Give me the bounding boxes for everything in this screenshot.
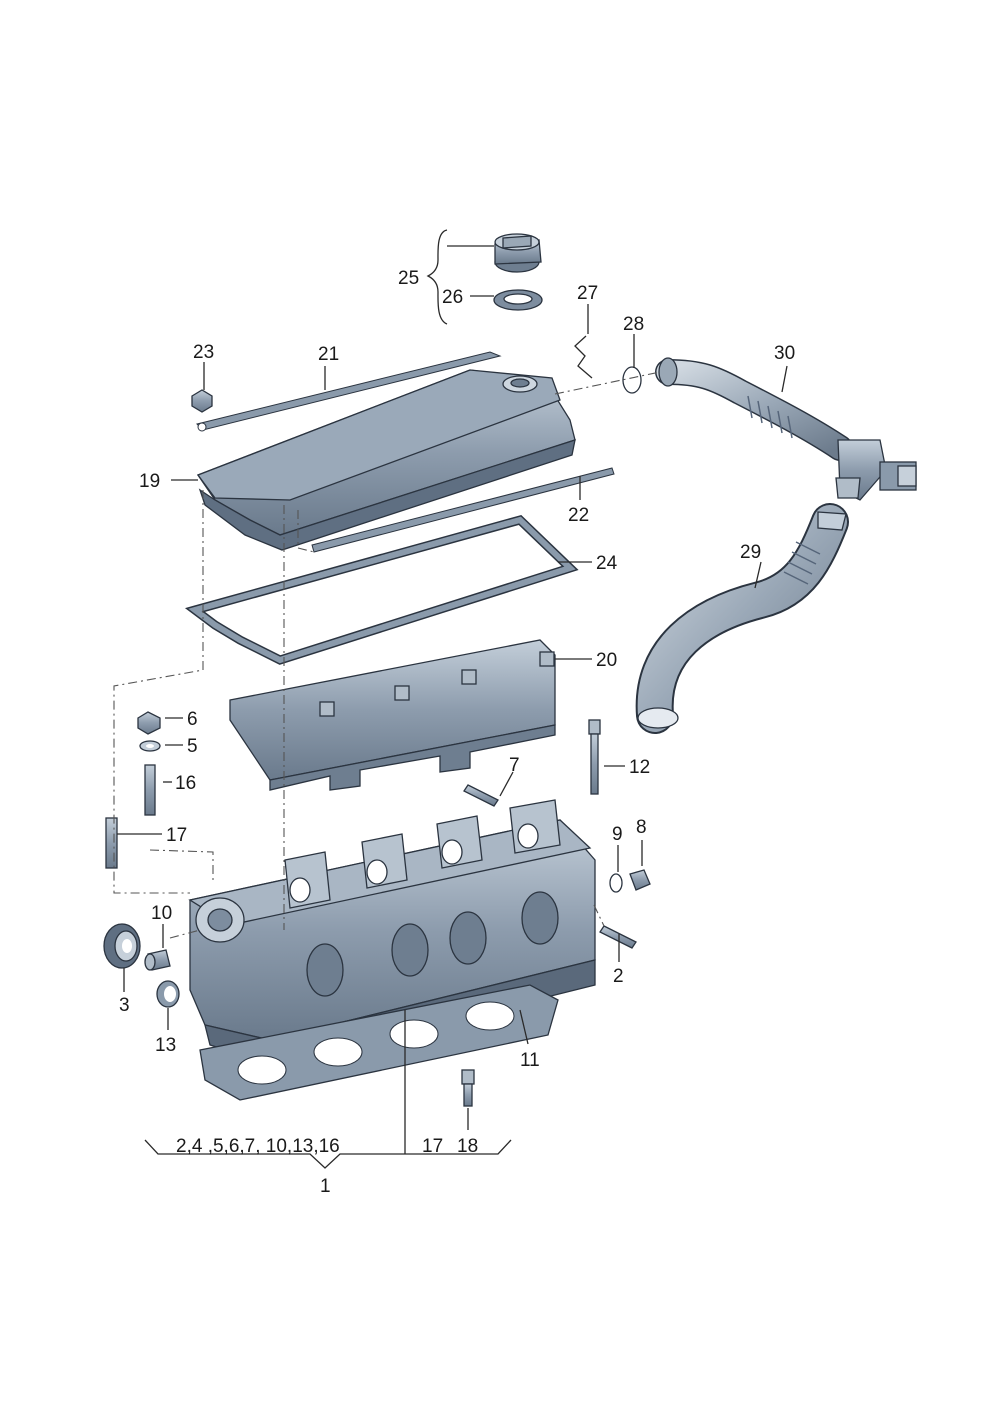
cover-gasket-strip <box>196 351 502 432</box>
callout-labels: 25 26 27 28 30 23 21 19 22 24 29 20 6 5 … <box>119 268 795 1197</box>
callout-25: 25 <box>398 268 419 289</box>
callout-7: 7 <box>509 755 520 776</box>
leader-lines <box>117 229 788 1169</box>
callout-30: 30 <box>774 343 795 364</box>
o-ring <box>622 366 642 394</box>
filler-cap-seal <box>493 289 543 311</box>
callout-17: 17 <box>166 825 187 846</box>
callout-21: 21 <box>318 344 339 365</box>
callout-11: 11 <box>520 1050 540 1071</box>
callout-12: 12 <box>629 757 650 778</box>
hex-nut <box>191 389 213 413</box>
callout-2: 2 <box>613 966 624 987</box>
callout-8: 8 <box>636 817 647 838</box>
ring-part-13 <box>156 980 180 1008</box>
callout-20: 20 <box>596 650 617 671</box>
sleeve-part-10 <box>144 949 171 971</box>
retaining-clip <box>574 335 593 379</box>
callout-26: 26 <box>442 287 463 308</box>
alignment-lines <box>113 371 661 939</box>
breather-hose-lower <box>635 503 849 734</box>
callout-13: 13 <box>155 1035 176 1056</box>
callout-3: 3 <box>119 995 130 1016</box>
gasket-strip <box>311 467 615 553</box>
callout-24: 24 <box>596 553 618 574</box>
callout-23: 23 <box>193 342 214 363</box>
callout-27: 27 <box>577 283 598 304</box>
stud-part-17 <box>105 817 118 869</box>
bolt-part-12 <box>588 719 601 795</box>
cylinder-head-gasket <box>199 984 559 1101</box>
callout-28: 28 <box>623 314 644 335</box>
bolt-part-18 <box>461 1069 475 1107</box>
breather-hose-upper <box>655 357 917 501</box>
cylinder-head-cover <box>196 369 576 551</box>
oil-filler-cap <box>494 233 542 273</box>
oil-baffle-plate <box>229 639 556 791</box>
stud-part-7 <box>463 784 499 807</box>
callout-19: 19 <box>139 471 160 492</box>
cover-gasket-ring <box>184 514 579 665</box>
assembly-items-list: 2,4 ,5,6,7, 10,13,16 <box>176 1136 340 1157</box>
callout-10: 10 <box>151 903 172 924</box>
plug-part-8 <box>629 869 651 891</box>
assembly-item-17: 17 <box>422 1136 443 1157</box>
callout-16: 16 <box>175 773 196 794</box>
assembly-item-18: 18 <box>457 1136 478 1157</box>
stud-part-2 <box>599 925 637 949</box>
seal-ring-part-9 <box>609 873 623 893</box>
assembly-parent-1: 1 <box>320 1176 331 1197</box>
callout-29: 29 <box>740 542 761 563</box>
nut-part-6 <box>137 711 161 735</box>
oil-seal-part-3 <box>103 923 141 969</box>
callout-5: 5 <box>187 736 198 757</box>
callout-6: 6 <box>187 709 198 730</box>
callout-22: 22 <box>568 505 589 526</box>
washer-part-5 <box>139 740 161 752</box>
callout-9: 9 <box>612 824 623 845</box>
stud-part-16 <box>144 764 156 816</box>
